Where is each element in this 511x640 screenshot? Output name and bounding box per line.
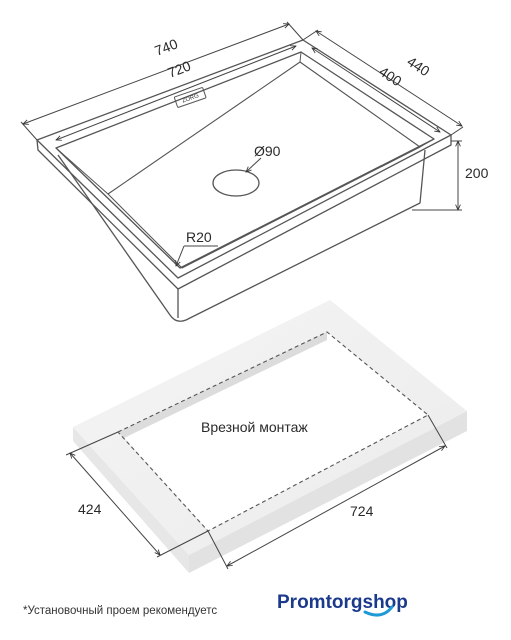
dim-height-lines: [412, 141, 462, 210]
sink-bowl-floor: [107, 61, 421, 269]
footnote: *Установочный проем рекомендуетс: [23, 605, 217, 617]
slab-right-face: [189, 411, 467, 573]
dim-outer-depth: 440: [404, 53, 432, 79]
brand-logo: Promtorgshop: [277, 592, 408, 617]
dim-cutout-depth-line: [70, 453, 160, 555]
brand-part1: Promtorg: [277, 592, 363, 613]
dim-width-lines: [20, 21, 304, 140]
radius-leader: [176, 245, 185, 266]
brand-part2: shop: [363, 592, 408, 613]
dim-depth-lines: [302, 29, 464, 136]
drain-leader: [246, 157, 262, 172]
brand-swoosh: [363, 605, 394, 617]
dim-outer-width: 740: [152, 35, 180, 58]
dim-inner-depth-line: [312, 48, 440, 132]
dim-cutout-depth: 424: [78, 501, 102, 517]
dim-height: 200: [465, 165, 489, 181]
cutout-label: Врезной монтаж: [201, 419, 308, 435]
cutout-outline: [117, 331, 429, 532]
dim-radius: R20: [186, 229, 212, 245]
countertop-slab: [73, 300, 467, 573]
dim-cutout-width: 724: [350, 503, 374, 519]
drain-hole: [212, 169, 260, 197]
svg-text:Promtorgshop: Promtorgshop: [277, 592, 408, 613]
dim-inner-width: 720: [165, 57, 193, 80]
dim-cutout-depth-lines: [65, 431, 209, 558]
sink-bowl-body: [57, 149, 426, 322]
dim-inner-depth: 400: [376, 63, 404, 89]
dim-inner-width-line: [56, 46, 296, 140]
dim-drain: Ø90: [254, 143, 281, 159]
dim-cutout-width-line: [227, 446, 445, 566]
dim-cutout-width-lines: [207, 414, 448, 570]
sink-rim-edge: [36, 135, 452, 290]
